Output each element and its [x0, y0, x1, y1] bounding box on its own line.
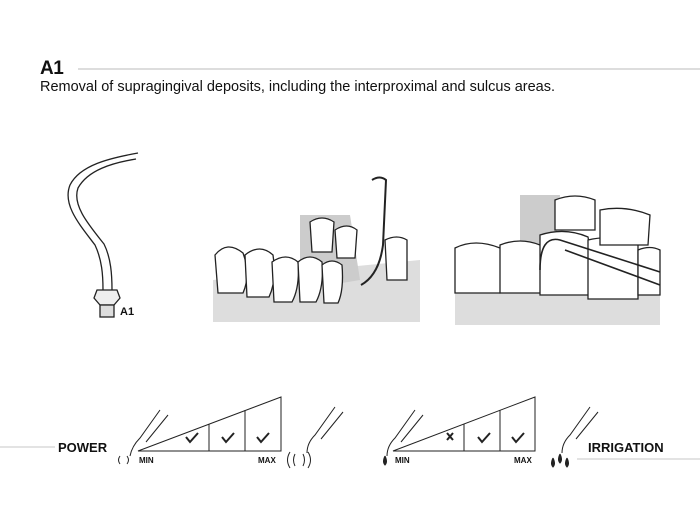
check-icon — [185, 432, 199, 444]
tip-label: A1 — [120, 306, 135, 318]
power-label: POWER — [58, 440, 108, 455]
header-divider — [78, 68, 700, 70]
vibration-min-icon — [118, 455, 129, 465]
teeth-illustration-1 — [213, 176, 420, 323]
check-icon — [477, 432, 491, 444]
check-icon — [221, 432, 235, 444]
scaler-tip-illustration — [67, 152, 139, 318]
irrigation-max-label: MAX — [514, 456, 532, 465]
power-max-label: MAX — [258, 456, 276, 465]
section-description: Removal of supragingival deposits, inclu… — [40, 79, 556, 95]
irrigation-label: IRRIGATION — [588, 440, 664, 455]
handpiece-min-icon — [386, 409, 424, 457]
check-icon — [511, 432, 525, 444]
cross-icon — [446, 432, 454, 441]
power-divider — [0, 446, 55, 448]
irrigation-divider — [577, 458, 700, 460]
irrigation-scale — [383, 396, 599, 468]
irrigation-min-label: MIN — [395, 456, 410, 465]
handpiece-min-icon — [129, 409, 169, 457]
section-code: A1 — [40, 58, 64, 79]
power-scale — [118, 396, 344, 469]
water-drops-max-icon — [551, 453, 569, 468]
power-min-label: MIN — [139, 456, 154, 465]
handpiece-max-icon — [561, 406, 599, 454]
check-icon — [256, 432, 270, 444]
water-drop-min-icon — [383, 455, 387, 466]
vibration-max-icon — [287, 451, 311, 469]
teeth-illustration-2 — [454, 195, 661, 325]
handpiece-max-icon — [306, 406, 344, 454]
